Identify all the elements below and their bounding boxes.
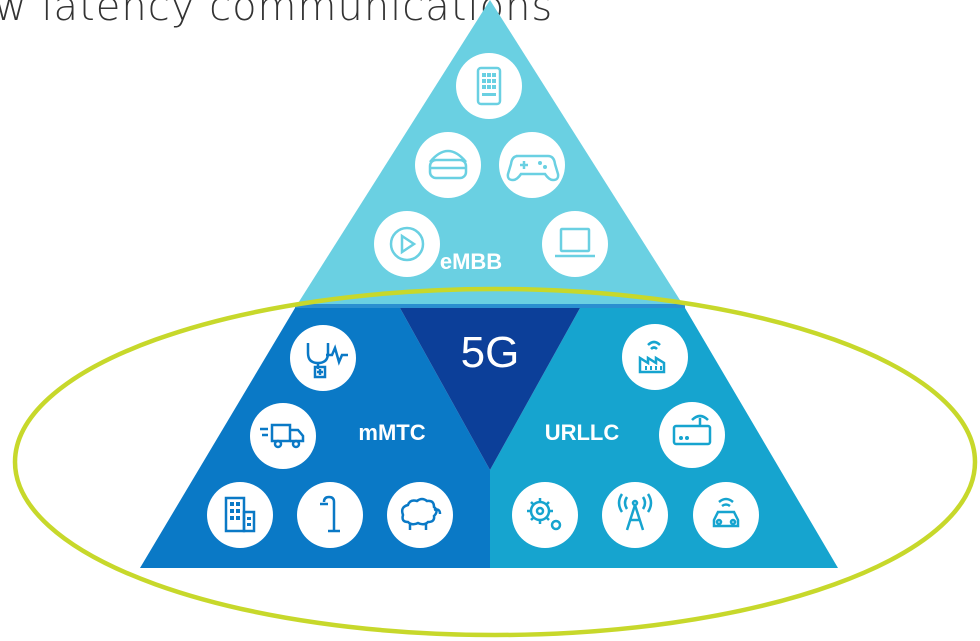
- urllc-label: URLLC: [545, 420, 620, 445]
- antenna-icon: [602, 482, 668, 548]
- connected-car-icon: [693, 482, 759, 548]
- street-lamp-icon: [297, 482, 363, 548]
- laptop-icon: [542, 211, 608, 277]
- gamepad-icon: [499, 132, 565, 198]
- smart-factory-icon: [622, 324, 688, 390]
- play-icon: [374, 211, 440, 277]
- health-monitor-icon: [290, 325, 356, 391]
- embb-label: eMBB: [440, 249, 502, 274]
- center-segment: [400, 308, 580, 470]
- gears-icon: [512, 482, 578, 548]
- vr-headset-icon: [415, 132, 481, 198]
- smartphone-icon: [456, 53, 522, 119]
- router-icon: [659, 402, 725, 468]
- highlight-ellipse: [12, 286, 978, 638]
- caption-text: w latency communications: [0, 0, 554, 30]
- mmtc-label: mMTC: [358, 420, 425, 445]
- sheep-icon: [387, 482, 453, 548]
- center-label: 5G: [461, 328, 520, 377]
- building-icon: [207, 482, 273, 548]
- delivery-truck-icon: [250, 403, 316, 469]
